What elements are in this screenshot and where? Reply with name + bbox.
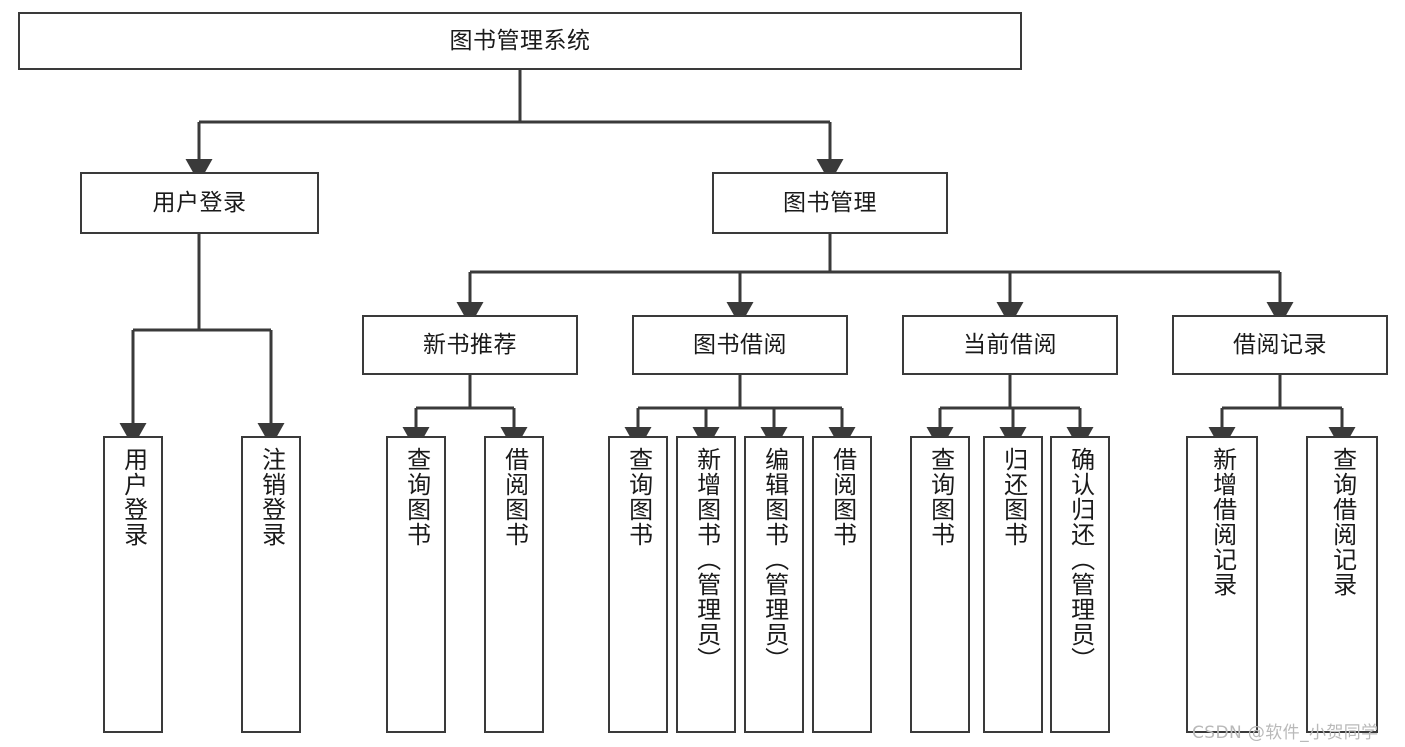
leaf-label: 查询图书 (624, 447, 653, 547)
leaf-label: 归还图书 (999, 447, 1028, 547)
leaf-label: 用户登录 (119, 447, 148, 547)
leaf-label: 注销登录 (257, 447, 286, 547)
leaf-label: 借阅图书 (828, 447, 857, 547)
node-book-borrow-label: 图书借阅 (693, 331, 787, 358)
leaf-label: 新增借阅记录 (1208, 447, 1237, 597)
node-new-book-recommend-label: 新书推荐 (423, 331, 517, 358)
leaf-query-book-recommend[interactable]: 查询图书 (386, 436, 446, 733)
node-book-borrow[interactable]: 图书借阅 (632, 315, 848, 375)
leaf-query-book-current[interactable]: 查询图书 (910, 436, 970, 733)
leaf-edit-book-admin[interactable]: 编辑图书（管理员） (744, 436, 804, 733)
node-user-login-label: 用户登录 (152, 189, 247, 216)
node-book-management-label: 图书管理 (783, 189, 877, 216)
leaf-borrow-book-recommend[interactable]: 借阅图书 (484, 436, 544, 733)
node-borrow-record-label: 借阅记录 (1233, 331, 1327, 358)
leaf-label: 查询图书 (926, 447, 955, 547)
node-current-borrow[interactable]: 当前借阅 (902, 315, 1118, 375)
leaf-add-book-admin[interactable]: 新增图书（管理员） (676, 436, 736, 733)
leaf-add-borrow-record[interactable]: 新增借阅记录 (1186, 436, 1258, 733)
leaf-confirm-return-admin[interactable]: 确认归还（管理员） (1050, 436, 1110, 733)
leaf-label: 编辑图书（管理员） (760, 447, 789, 672)
node-book-management[interactable]: 图书管理 (712, 172, 948, 234)
node-root-label: 图书管理系统 (449, 27, 591, 54)
watermark: CSDN @软件_小贺同学 (1192, 723, 1379, 743)
leaf-logout[interactable]: 注销登录 (241, 436, 301, 733)
node-new-book-recommend[interactable]: 新书推荐 (362, 315, 578, 375)
leaf-query-borrow-record[interactable]: 查询借阅记录 (1306, 436, 1378, 733)
leaf-label: 确认归还（管理员） (1066, 447, 1095, 672)
node-user-login[interactable]: 用户登录 (80, 172, 319, 234)
node-borrow-record[interactable]: 借阅记录 (1172, 315, 1388, 375)
leaf-label: 新增图书（管理员） (692, 447, 721, 672)
leaf-return-book[interactable]: 归还图书 (983, 436, 1043, 733)
leaf-label: 查询图书 (402, 447, 431, 547)
leaf-query-book-borrow[interactable]: 查询图书 (608, 436, 668, 733)
node-root[interactable]: 图书管理系统 (18, 12, 1022, 70)
leaf-label: 查询借阅记录 (1328, 447, 1357, 597)
node-current-borrow-label: 当前借阅 (963, 331, 1057, 358)
leaf-label: 借阅图书 (500, 447, 529, 547)
leaf-user-login[interactable]: 用户登录 (103, 436, 163, 733)
leaf-borrow-book[interactable]: 借阅图书 (812, 436, 872, 733)
